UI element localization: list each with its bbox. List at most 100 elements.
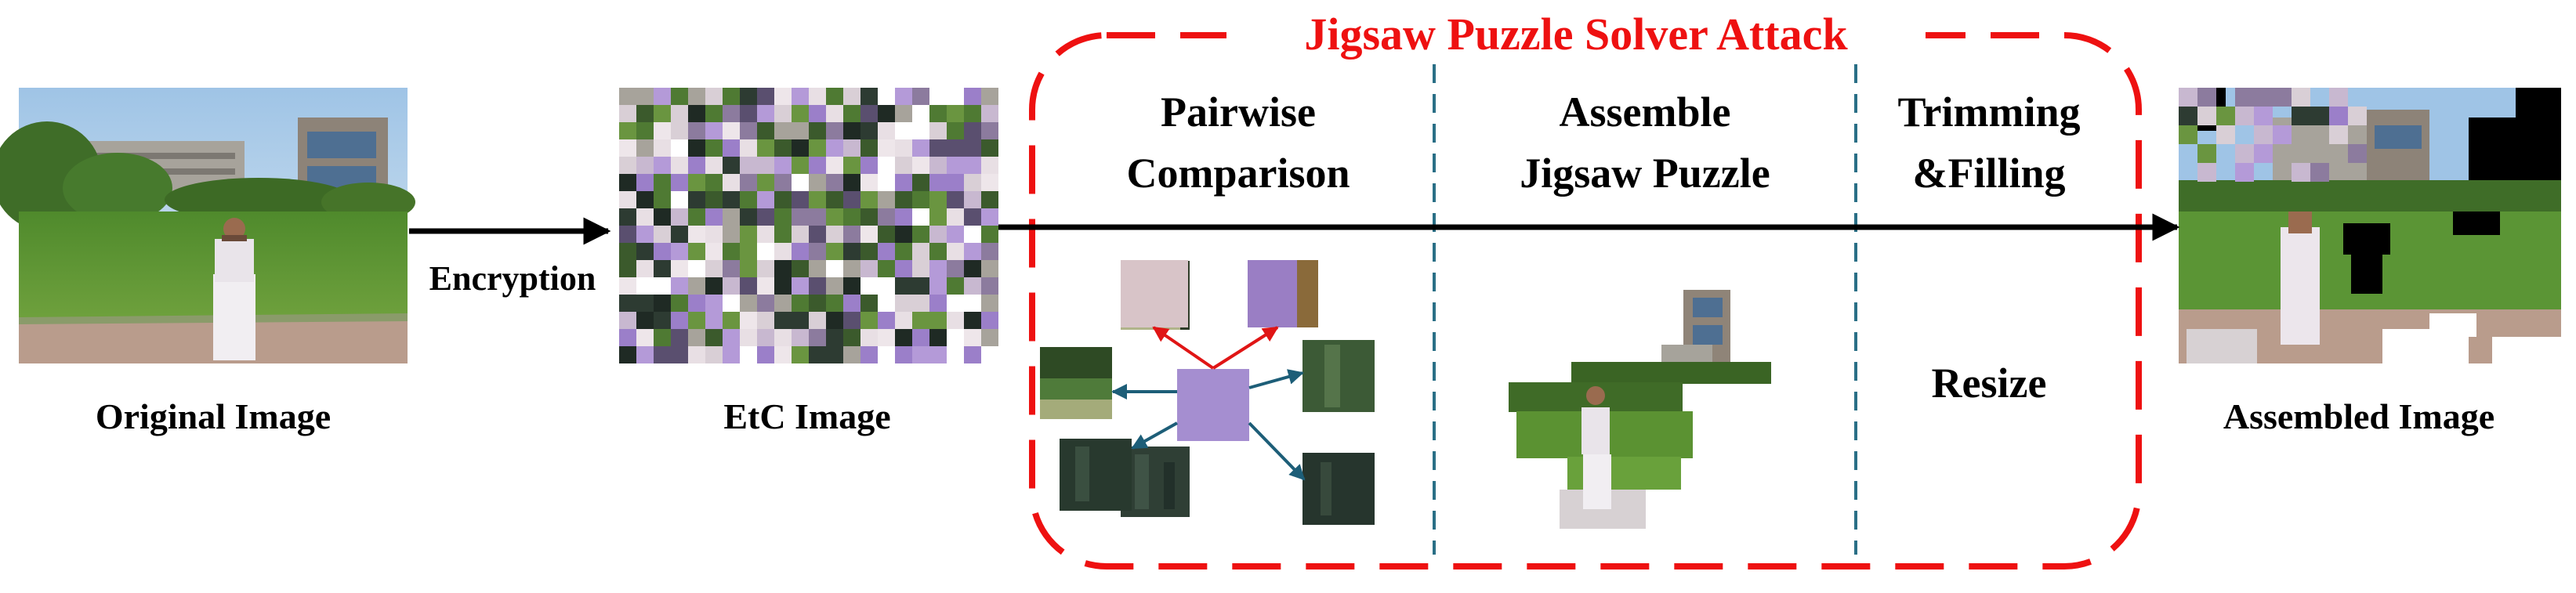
etc-block bbox=[929, 139, 947, 157]
etc-block bbox=[774, 226, 792, 243]
etc-block bbox=[774, 277, 792, 295]
etc-block bbox=[654, 157, 671, 174]
etc-block bbox=[860, 157, 878, 174]
asm-block bbox=[2197, 144, 2216, 163]
etc-block bbox=[671, 226, 688, 243]
etc-block bbox=[723, 243, 740, 260]
etc-block bbox=[947, 88, 964, 105]
etc-block bbox=[878, 122, 895, 139]
etc-block bbox=[878, 105, 895, 122]
etc-block bbox=[809, 105, 826, 122]
etc-block bbox=[860, 277, 878, 295]
etc-block bbox=[757, 329, 774, 346]
etc-block bbox=[757, 157, 774, 174]
etc-block bbox=[912, 174, 929, 191]
etc-block bbox=[843, 157, 860, 174]
asm-tile bbox=[2187, 329, 2257, 363]
etc-block bbox=[843, 105, 860, 122]
etc-block bbox=[757, 260, 774, 277]
etc-block bbox=[860, 226, 878, 243]
etc-block bbox=[878, 277, 895, 295]
etc-block bbox=[826, 139, 843, 157]
etc-block bbox=[792, 208, 809, 226]
etc-block bbox=[912, 312, 929, 329]
etc-block bbox=[636, 174, 654, 191]
etc-block bbox=[826, 174, 843, 191]
etc-label: EtC Image bbox=[723, 396, 891, 436]
etc-block bbox=[981, 88, 998, 105]
stage3-line1: Trimming bbox=[1897, 89, 2081, 136]
etc-block bbox=[774, 260, 792, 277]
etc-block bbox=[723, 312, 740, 329]
etc-block bbox=[981, 260, 998, 277]
etc-block bbox=[809, 157, 826, 174]
asm-white bbox=[2429, 313, 2476, 337]
etc-block bbox=[878, 139, 895, 157]
etc-block bbox=[964, 226, 981, 243]
etc-block bbox=[723, 260, 740, 277]
etc-block bbox=[740, 88, 757, 105]
asm-block bbox=[2197, 107, 2216, 125]
etc-block bbox=[723, 105, 740, 122]
etc-block bbox=[740, 139, 757, 157]
etc-block bbox=[964, 88, 981, 105]
etc-block bbox=[792, 122, 809, 139]
etc-block bbox=[740, 208, 757, 226]
etc-block bbox=[964, 105, 981, 122]
etc-block bbox=[947, 346, 964, 363]
etc-block bbox=[740, 312, 757, 329]
etc-block bbox=[981, 243, 998, 260]
etc-block bbox=[929, 346, 947, 363]
etc-block bbox=[740, 226, 757, 243]
etc-block bbox=[636, 208, 654, 226]
etc-block bbox=[619, 312, 636, 329]
etc-block bbox=[809, 208, 826, 226]
etc-block bbox=[878, 346, 895, 363]
stage2-line2: Jigsaw Puzzle bbox=[1520, 150, 1770, 197]
etc-block bbox=[757, 88, 774, 105]
etc-block bbox=[947, 139, 964, 157]
etc-block bbox=[929, 88, 947, 105]
etc-block bbox=[792, 226, 809, 243]
etc-block bbox=[895, 260, 912, 277]
etc-block bbox=[654, 346, 671, 363]
etc-block bbox=[929, 260, 947, 277]
etc-block bbox=[981, 295, 998, 312]
etc-block bbox=[843, 226, 860, 243]
etc-block bbox=[688, 105, 705, 122]
etc-block bbox=[809, 139, 826, 157]
etc-block bbox=[705, 277, 723, 295]
etc-block bbox=[792, 88, 809, 105]
patch-center-purple bbox=[1177, 369, 1249, 441]
etc-block bbox=[895, 191, 912, 208]
etc-block bbox=[792, 191, 809, 208]
asm-treeline bbox=[2179, 180, 2561, 212]
etc-block bbox=[688, 260, 705, 277]
asm-block bbox=[2348, 107, 2367, 125]
etc-block bbox=[619, 243, 636, 260]
etc-block bbox=[826, 105, 843, 122]
etc-block bbox=[723, 191, 740, 208]
asm-block bbox=[2254, 107, 2273, 125]
etc-block bbox=[860, 346, 878, 363]
etc-block bbox=[619, 329, 636, 346]
etc-block bbox=[929, 329, 947, 346]
etc-block bbox=[878, 191, 895, 208]
etc-block bbox=[671, 88, 688, 105]
etc-block bbox=[671, 346, 688, 363]
asm-block bbox=[2197, 88, 2216, 107]
assembled-image bbox=[2179, 88, 2561, 363]
etc-block bbox=[636, 122, 654, 139]
etc-block bbox=[895, 226, 912, 243]
etc-block bbox=[826, 312, 843, 329]
etc-block bbox=[636, 346, 654, 363]
etc-block bbox=[654, 329, 671, 346]
etc-block bbox=[878, 312, 895, 329]
etc-block bbox=[774, 122, 792, 139]
etc-block bbox=[860, 312, 878, 329]
etc-block bbox=[723, 157, 740, 174]
etc-block bbox=[929, 105, 947, 122]
etc-block bbox=[826, 122, 843, 139]
etc-block bbox=[723, 122, 740, 139]
